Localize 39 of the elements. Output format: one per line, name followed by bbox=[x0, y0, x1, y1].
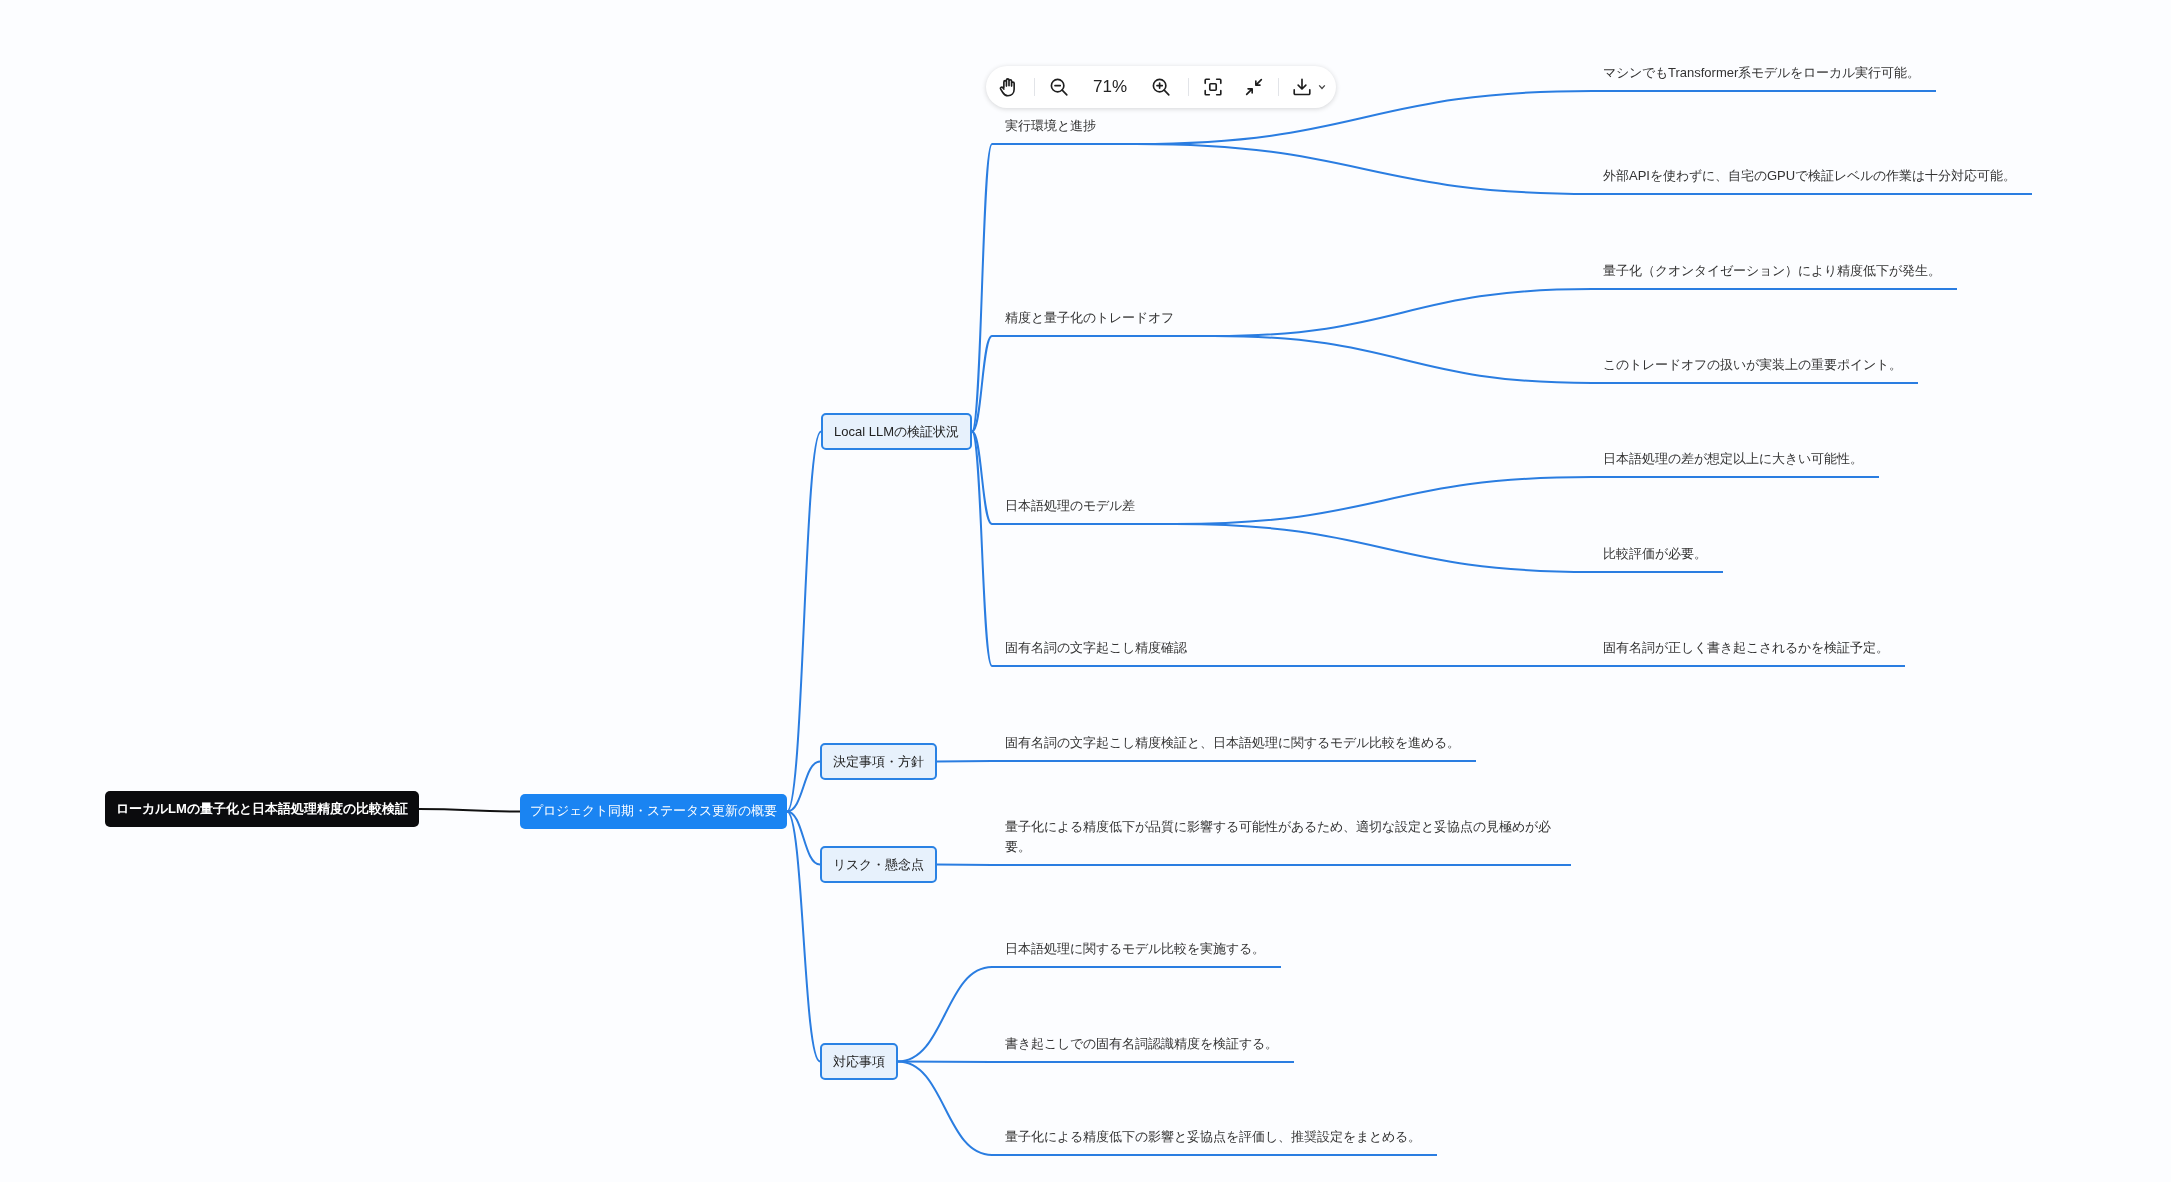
connector-line bbox=[936, 760, 993, 763]
topic-box: リスク・懸念点 bbox=[820, 846, 937, 883]
connector-line bbox=[1213, 335, 1593, 384]
connector-line bbox=[786, 430, 822, 813]
detail-text: マシンでもTransformer系モデルをローカル実行可能。 bbox=[1592, 63, 1937, 92]
connector-line bbox=[1135, 143, 1593, 195]
connector-line bbox=[786, 760, 821, 813]
connector-line bbox=[936, 863, 993, 866]
detail-text: 量子化（クオンタイゼーション）により精度低下が発生。 bbox=[1592, 261, 1957, 290]
central-topic-box: ローカルLMの量子化と日本語処理精度の比較検証 bbox=[105, 791, 419, 827]
detail-text: 量子化による精度低下の影響と妥協点を評価し、推奨設定をまとめる。 bbox=[992, 1127, 1437, 1156]
subtopic-label: 精度と量子化のトレードオフ bbox=[992, 309, 1214, 337]
connector-line bbox=[897, 966, 993, 1063]
connector-line bbox=[417, 808, 521, 813]
main-topic-box: プロジェクト同期・ステータス更新の概要 bbox=[520, 794, 787, 829]
detail-text: 日本語処理に関するモデル比較を実施する。 bbox=[992, 939, 1281, 968]
connector-line bbox=[971, 430, 993, 525]
detail-text: 外部APIを使わずに、自宅のGPUで検証レベルの作業は十分対応可能。 bbox=[1592, 166, 2033, 195]
subtopic-label: 日本語処理のモデル差 bbox=[992, 497, 1175, 525]
topic-box: 決定事項・方針 bbox=[820, 743, 937, 780]
detail-text: 量子化による精度低下が品質に影響する可能性があるため、適切な設定と妥協点の見極めが必要。 bbox=[992, 817, 1571, 866]
detail-text: このトレードオフの扱いが実装上の重要ポイント。 bbox=[1592, 355, 1918, 384]
connector-line bbox=[786, 810, 821, 1063]
subtopic-label: 実行環境と進捗 bbox=[992, 117, 1136, 145]
detail-text: 日本語処理の差が想定以上に大きい可能性。 bbox=[1592, 449, 1879, 478]
detail-text: 比較評価が必要。 bbox=[1592, 544, 1723, 573]
topic-box: 対応事項 bbox=[820, 1043, 898, 1080]
subtopic-label: 固有名詞の文字起こし精度確認 bbox=[992, 639, 1227, 667]
connector-line bbox=[971, 430, 993, 667]
connector-line bbox=[1226, 665, 1593, 667]
topic-box: Local LLMの検証状況 bbox=[821, 413, 972, 450]
zoom-level: 71% bbox=[1093, 77, 1127, 97]
detail-text: 書き起こしでの固有名詞認識精度を検証する。 bbox=[992, 1034, 1294, 1063]
connector-line bbox=[786, 810, 821, 866]
connector-line bbox=[971, 335, 993, 433]
detail-text: 固有名詞が正しく書き起こされるかを検証予定。 bbox=[1592, 638, 1905, 667]
connector-line bbox=[897, 1060, 993, 1156]
detail-text: 固有名詞の文字起こし精度検証と、日本語処理に関するモデル比較を進める。 bbox=[992, 733, 1476, 762]
connector-line bbox=[1174, 523, 1593, 573]
